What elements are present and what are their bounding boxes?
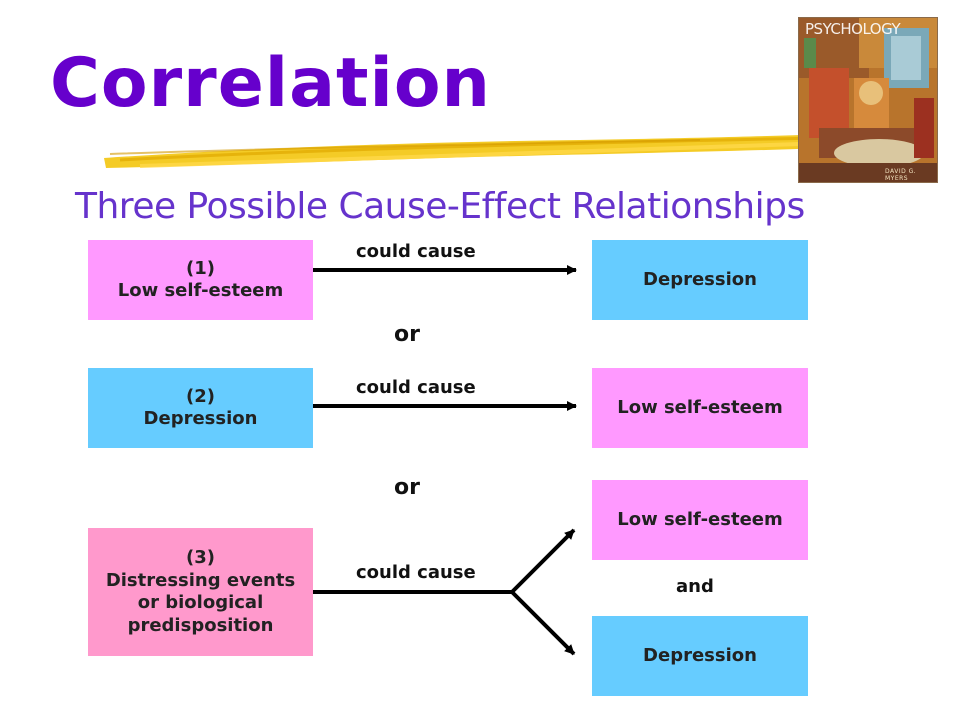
page-title: Correlation [50,44,491,123]
arrow-row3-down [510,590,576,656]
row2-cause-number: (2) [186,385,215,407]
row1-cause-box: (1) Low self-esteem [88,240,313,320]
row1-effect-label: Depression [643,268,757,290]
row2-effect-label: Low self-esteem [617,396,783,418]
row3-verb: could cause [356,562,476,583]
row2-cause-box: (2) Depression [88,368,313,448]
row3-conjunction: and [676,576,714,597]
separator-or-2: or [394,475,420,500]
row1-cause-label: Low self-esteem [117,280,284,301]
separator-or-1: or [394,322,420,347]
row1-effect-box: Depression [592,240,808,320]
row3-cause-box: (3) Distressing events or biological pre… [88,528,313,656]
subtitle: Three Possible Cause-Effect Relationship… [75,186,805,227]
row2-effect-box: Low self-esteem [592,368,808,448]
row3-cause-number: (3) [186,547,215,568]
row3-cause-line-3: predisposition [127,614,274,636]
row3-effect-top-box: Low self-esteem [592,480,808,560]
highlighter-stroke [104,134,826,168]
psychology-book-cover: PSYCHOLOGY DAVID G. MYERS [798,17,938,183]
row3-effect-top-label: Low self-esteem [617,508,783,530]
book-cover-title: PSYCHOLOGY [805,20,901,38]
row3-effect-bottom-label: Depression [643,644,757,666]
row3-cause-line-1: Distressing events [105,569,296,591]
row1-cause-number: (1) [186,257,215,279]
row2-cause-label: Depression [143,408,258,429]
row3-effect-bottom-box: Depression [592,616,808,696]
arrow-row3-up [510,528,576,594]
row3-cause-line-2: or biological [137,592,264,613]
row2-verb: could cause [356,377,476,398]
book-cover-author: DAVID G. MYERS [885,168,917,182]
row1-verb: could cause [356,241,476,262]
